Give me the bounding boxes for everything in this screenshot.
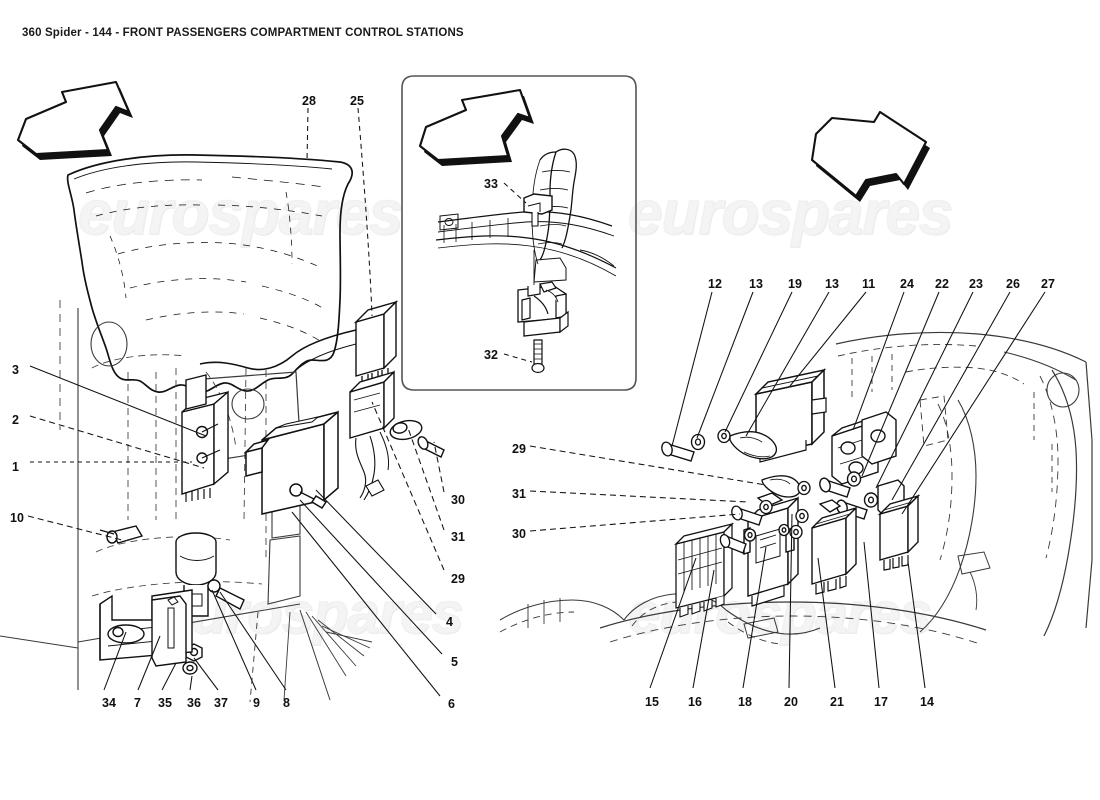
callout-13: 13 (825, 277, 839, 291)
callout-10: 10 (10, 511, 24, 525)
callout-16: 16 (688, 695, 702, 709)
callout-21: 21 (830, 695, 844, 709)
view-direction-arrow-inset (418, 88, 534, 166)
leader-lines-inset (503, 182, 533, 363)
callout-24: 24 (900, 277, 914, 291)
callout-22: 22 (935, 277, 949, 291)
watermark-top-right: eurospares (627, 178, 953, 248)
relay-socket-holder (349, 370, 445, 501)
callout-4: 4 (446, 615, 453, 629)
callout-8: 8 (283, 696, 290, 710)
inset-detail-frame (401, 75, 637, 391)
callout-25: 25 (350, 94, 364, 108)
callout-2: 2 (12, 413, 19, 427)
retaining-clip-33 (523, 193, 553, 227)
callout-28: 28 (302, 94, 316, 108)
pedal-mechanism-inset (517, 250, 569, 374)
view-direction-arrow-left (16, 80, 133, 160)
ecu-module-left (181, 374, 229, 502)
callout-9: 9 (253, 696, 260, 710)
callout-36: 36 (187, 696, 201, 710)
callout-27: 27 (1041, 277, 1055, 291)
watermark-top-left: eurospares (77, 178, 403, 248)
callout-33: 33 (484, 177, 498, 191)
callout-31: 31 (512, 487, 526, 501)
wiring-harness-left (199, 329, 357, 371)
callout-30: 30 (512, 527, 526, 541)
callout-18: 18 (738, 695, 752, 709)
callout-7: 7 (134, 696, 141, 710)
inset-tunnel-structure (435, 148, 617, 283)
callout-15: 15 (645, 695, 659, 709)
relay-25 (353, 300, 399, 387)
callout-23: 23 (969, 277, 983, 291)
callout-20: 20 (784, 695, 798, 709)
callout-26: 26 (1006, 277, 1020, 291)
fastener-set-mid (719, 475, 811, 554)
callout-13: 13 (749, 277, 763, 291)
callout-30: 30 (451, 493, 465, 507)
callout-5: 5 (451, 655, 458, 669)
callout-3: 3 (12, 363, 19, 377)
callout-31: 31 (451, 530, 465, 544)
page-title: 360 Spider - 144 - FRONT PASSENGERS COMP… (22, 27, 464, 39)
callout-17: 17 (874, 695, 888, 709)
callout-14: 14 (920, 695, 934, 709)
callout-12: 12 (708, 277, 722, 291)
fastener-set-left (661, 428, 778, 462)
callout-29: 29 (512, 442, 526, 456)
callout-35: 35 (158, 696, 172, 710)
bracket-block-right (819, 411, 905, 520)
callout-29: 29 (451, 572, 465, 586)
relay-14 (877, 494, 921, 571)
watermark-bottom-left: eurospares (159, 580, 464, 646)
callout-32: 32 (484, 348, 498, 362)
ecu-module-11 (753, 368, 827, 463)
watermark-bottom-right: eurospares (627, 580, 932, 646)
callout-6: 6 (448, 697, 455, 711)
callout-19: 19 (788, 277, 802, 291)
callout-34: 34 (102, 696, 116, 710)
callout-37: 37 (214, 696, 228, 710)
control-unit-box-left (243, 410, 339, 515)
callout-11: 11 (862, 277, 876, 291)
callout-1: 1 (12, 460, 19, 474)
